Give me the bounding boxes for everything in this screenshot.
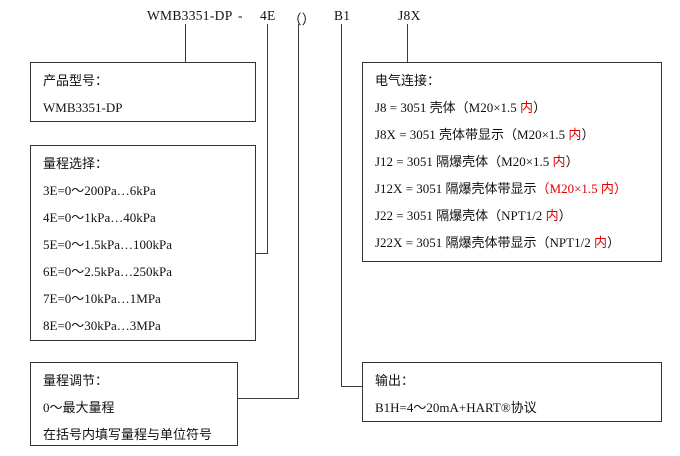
code-dash: - <box>238 8 243 23</box>
connection-option: J12X = 3051 隔爆壳体带显示（M20×1.5 内） <box>375 181 627 196</box>
output-title: 输出： <box>375 373 415 388</box>
connector-range-line <box>267 24 268 253</box>
code-connection: J8X <box>398 8 421 23</box>
connection-option: J22 = 3051 隔爆壳体（NPT1/2 内） <box>375 208 572 223</box>
output-value: B1H=4～20mA+HART®协议 <box>375 400 537 415</box>
connector-adjust-elbow <box>238 398 299 399</box>
connection-option: J22X = 3051 隔爆壳体带显示（NPT1/2 内） <box>375 235 620 250</box>
range-adjustment-list: 0～最大量程 在括号内填写量程与单位符号 <box>43 394 225 448</box>
range-adjustment-title: 量程调节： <box>43 373 109 388</box>
range-option: 6E=0～2.5kPa…250kPa <box>43 264 173 279</box>
code-model: WMB3351-DP <box>147 8 233 23</box>
connection-option: J12 = 3051 隔爆壳体（M20×1.5 内） <box>375 154 579 169</box>
range-adjustment-note: 在括号内填写量程与单位符号 <box>43 427 213 442</box>
code-range-value: （） <box>288 12 316 27</box>
code-output: B1 <box>334 8 351 23</box>
connector-model-line <box>185 24 186 62</box>
electrical-connection-list: J8 = 3051 壳体（M20×1.5 内） J8X = 3051 壳体带显示… <box>375 94 649 256</box>
range-selection-box: 量程选择： 3E=0～200Pa…6kPa 4E=0～1kPa…40kPa 5E… <box>30 145 256 341</box>
range-adjustment-note: 0～最大量程 <box>43 400 115 415</box>
connector-range-elbow <box>256 253 268 254</box>
output-box: 输出： B1H=4～20mA+HART®协议 <box>362 362 662 422</box>
connector-adjust-line <box>298 24 299 398</box>
connection-option: J8X = 3051 壳体带显示（M20×1.5 内） <box>375 127 595 142</box>
range-selection-title: 量程选择： <box>43 156 109 171</box>
connector-output-elbow <box>341 386 362 387</box>
range-option: 7E=0～10kPa…1MPa <box>43 291 161 306</box>
connector-connection-line <box>407 24 408 62</box>
product-model-box: 产品型号： WMB3351-DP <box>30 62 256 122</box>
product-model-title: 产品型号： <box>43 73 109 88</box>
electrical-connection-title: 电气连接： <box>375 73 441 88</box>
range-option: 5E=0～1.5kPa…100kPa <box>43 237 173 252</box>
code-range: 4E <box>260 8 276 23</box>
connector-output-line <box>341 24 342 386</box>
range-adjustment-box: 量程调节： 0～最大量程 在括号内填写量程与单位符号 <box>30 362 238 446</box>
range-option: 3E=0～200Pa…6kPa <box>43 183 156 198</box>
product-model-value: WMB3351-DP <box>43 100 123 115</box>
electrical-connection-box: 电气连接： J8 = 3051 壳体（M20×1.5 内） J8X = 3051… <box>362 62 662 262</box>
connection-option: J8 = 3051 壳体（M20×1.5 内） <box>375 100 547 115</box>
range-option: 8E=0～30kPa…3MPa <box>43 318 161 333</box>
range-selection-list: 3E=0～200Pa…6kPa 4E=0～1kPa…40kPa 5E=0～1.5… <box>43 177 243 339</box>
range-option: 4E=0～1kPa…40kPa <box>43 210 156 225</box>
